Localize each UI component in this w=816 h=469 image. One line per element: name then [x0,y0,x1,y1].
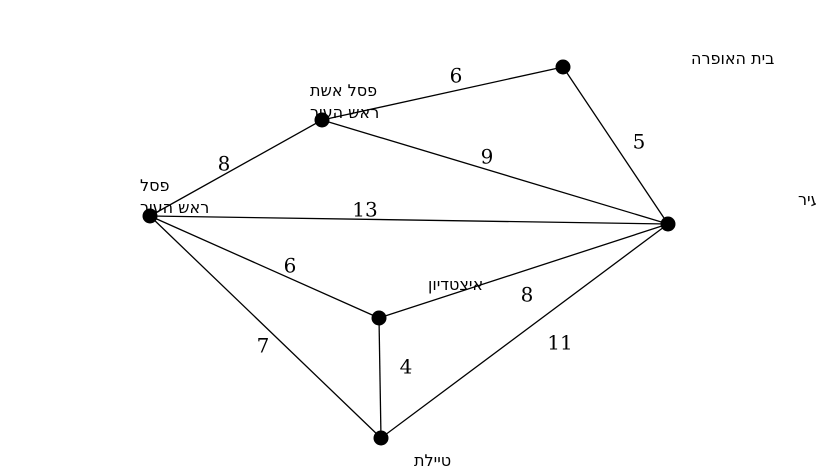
edge-weight-label: 4 [400,355,413,379]
node-promenade [373,430,389,446]
edge-promenade-city_gate [380,223,669,439]
node-city_gate [660,216,676,232]
edge-weights-layer: 6 5 8 9 13 6 8 7 4 11 [218,64,646,379]
node-label-statue_wife: ראש העיר [310,103,379,122]
edge-opera-city_gate [562,66,669,225]
edge-weight-label: 13 [352,198,377,222]
node-label-statue_mayor: פסל [140,176,169,195]
edge-stadium-city_gate [378,223,669,319]
node-statue_mayor [142,208,158,224]
node-label-opera: בית האופרה [691,49,774,68]
node-opera [555,59,571,75]
edge-weight-label: 6 [450,64,463,88]
edge-statue_mayor-city_gate [149,215,669,225]
node-labels-layer: בית האופרה פסל אשת ראש העיר פסל ראש העיר שער … [140,49,816,469]
node-stadium [371,310,387,326]
edge-weight-label: 9 [481,145,494,169]
edge-statue_mayor-promenade [149,215,382,439]
edge-statue_wife-city_gate [321,119,669,225]
edge-statue_mayor-statue_wife [149,119,323,217]
node-label-promenade: טיילת [414,451,451,469]
edge-statue_wife-opera [321,66,564,121]
edge-weight-label: 11 [547,331,572,355]
node-statue_wife [314,112,330,128]
edges-layer [149,66,669,439]
edge-weight-label: 8 [521,283,534,307]
edge-weight-label: 8 [218,152,231,176]
node-label-statue_wife: פסל אשת [310,81,377,100]
edge-weight-label: 5 [633,130,646,154]
edge-stadium-promenade [378,317,382,439]
node-label-city_gate: שער העיר [798,190,816,209]
edge-weight-label: 6 [284,254,297,278]
nodes-layer [142,59,676,446]
edge-statue_mayor-stadium [149,215,380,319]
node-label-statue_mayor: ראש העיר [140,198,209,217]
node-label-stadium: איצטדיון [428,275,483,294]
edge-weight-label: 7 [257,334,270,358]
